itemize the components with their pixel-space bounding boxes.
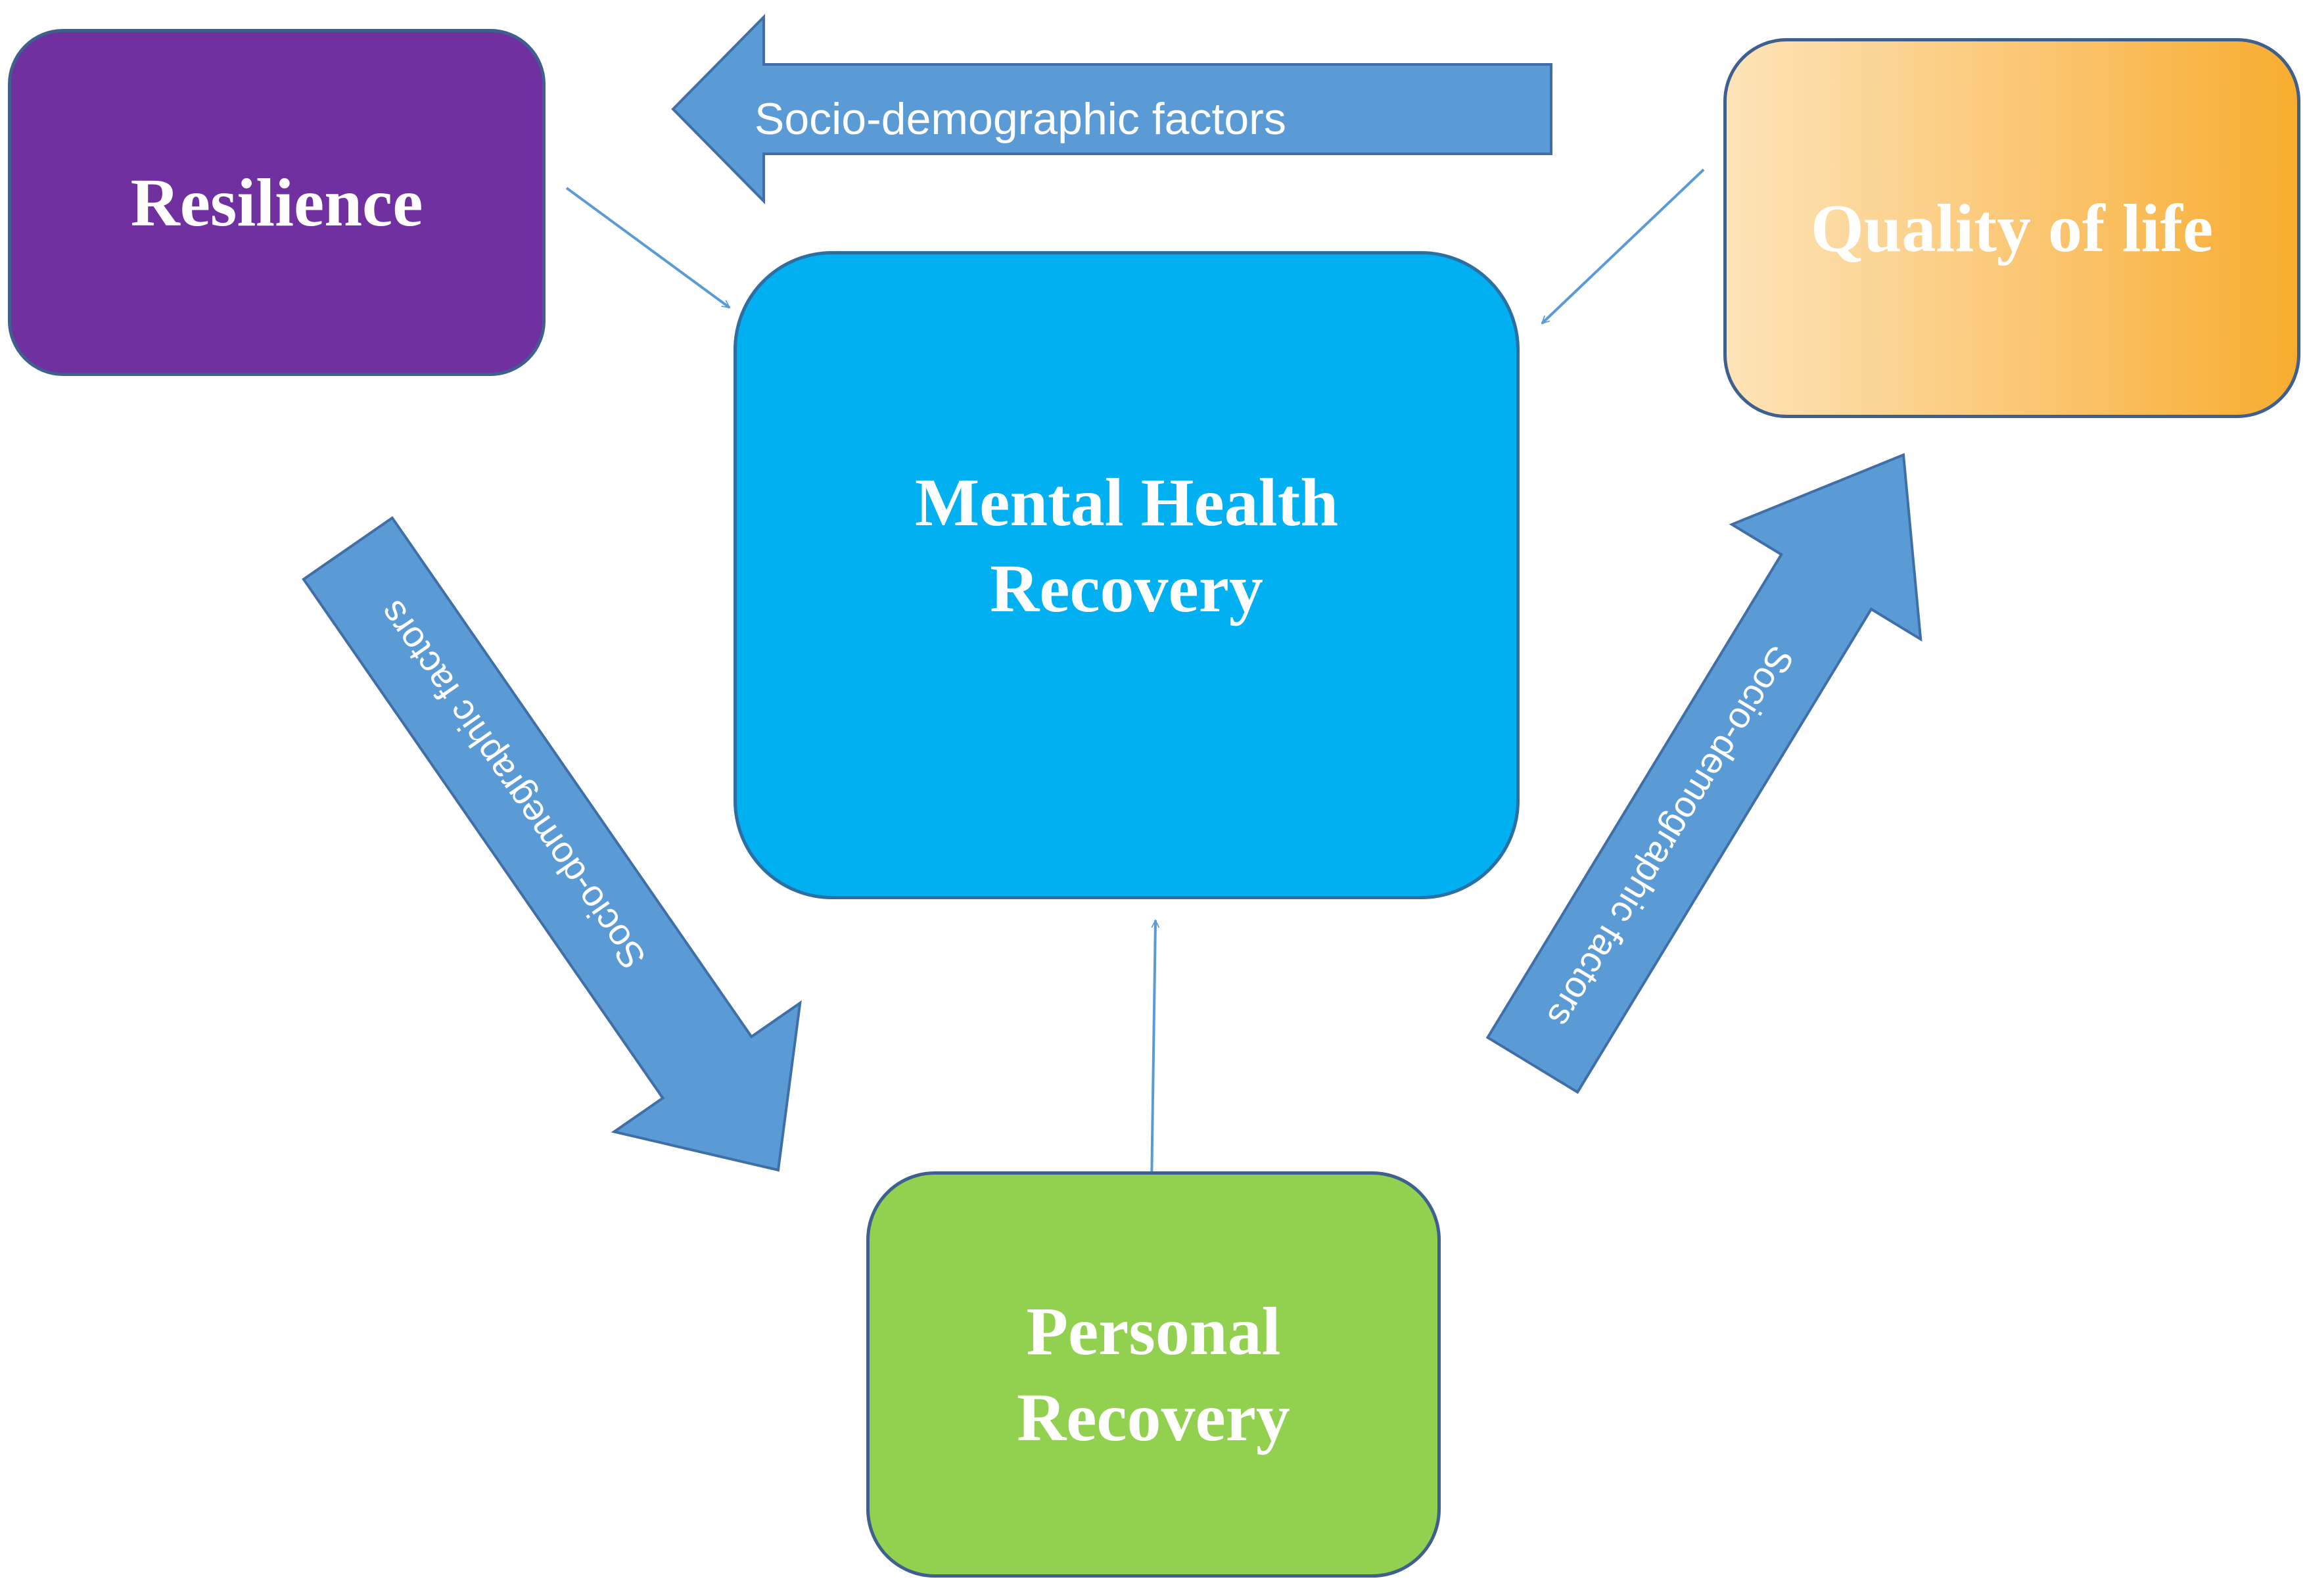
resilience-label: Resilience [130, 164, 423, 241]
mental-health-recovery-label: Mental Health Recovery [914, 464, 1339, 626]
mental-health-recovery-box: Mental Health Recovery [734, 251, 1520, 899]
quality-of-life-label: Quality of life [1810, 190, 2214, 266]
connector-qol-to-mhr [1542, 168, 1705, 325]
block-arrow-top: Socio-demographic factors [671, 14, 1552, 204]
arrow-label-right: Socio-demographic factors [1539, 639, 1802, 1035]
personal-recovery-box: Personal Recovery [866, 1171, 1441, 1578]
resilience-box: Resilience [8, 29, 546, 376]
arrow-label-left: Socio-domegraphic factors [371, 594, 654, 977]
arrow-label-top: Socio-demographic factors [755, 94, 1286, 144]
block-arrow-right: Socio-demographic factors [1485, 453, 1922, 1094]
connector-resilience-to-mhr [565, 187, 730, 309]
quality-of-life-box: Quality of life [1723, 38, 2300, 418]
connector-pr-to-mhr [1150, 920, 1155, 1188]
personal-recovery-label: Personal Recovery [1017, 1293, 1290, 1455]
